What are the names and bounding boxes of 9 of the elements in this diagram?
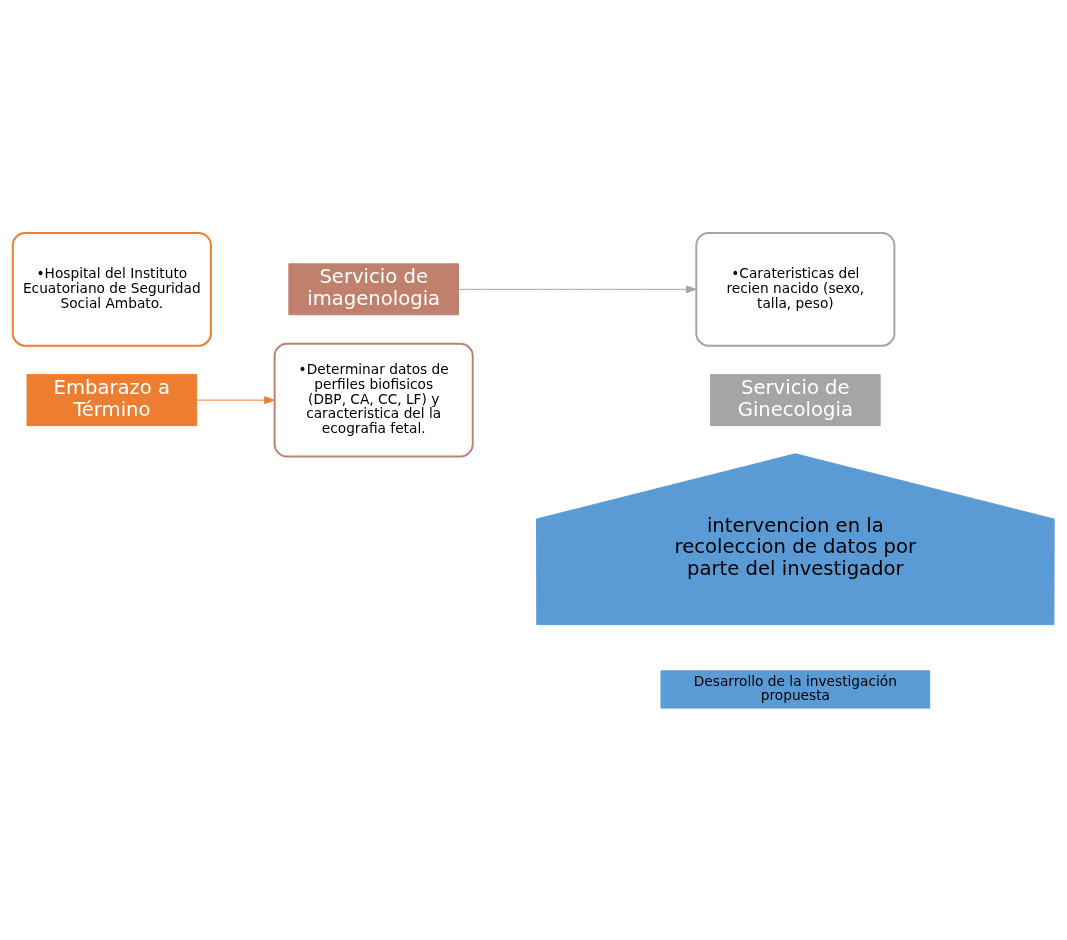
arrow [196,395,275,404]
node-box: Embarazo a Término [26,373,198,426]
arrow [458,284,697,293]
node-box: Servicio de Ginecologia [710,373,881,426]
node-box: Desarrollo de la investigación propuesta [660,669,931,709]
node-box: •Determinar datos de perfiles biofisicos (DBP, CA, CC, LF) y caracteristica del la ecografia fetal. [273,342,474,457]
node-box: Servicio de imagenologia [288,262,459,315]
node-box: •Hospital del Instituto Ecuatoriano de Seguridad Social Ambato. [11,231,212,347]
node-box: •Carateristicas del recien nacido (sexo, talla, peso) [695,231,896,347]
